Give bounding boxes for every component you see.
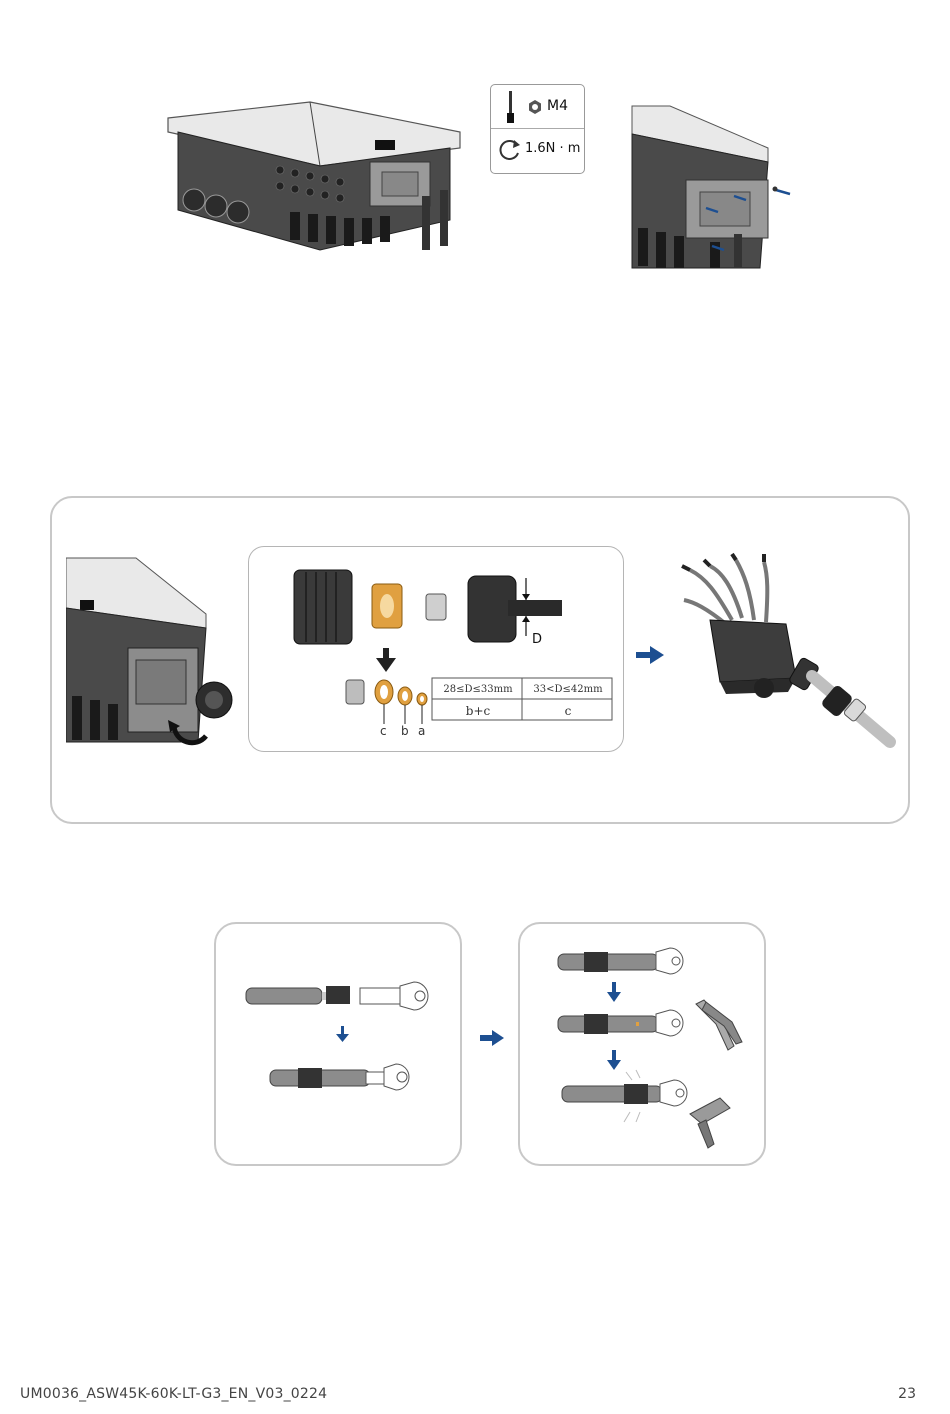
crimp-and-heat-shrink-illustration [520,924,760,1160]
step-arrow-icon-2 [480,1030,504,1046]
inverter-illustration-left [160,100,470,260]
table-header-2: 33<D≤42mm [523,684,613,695]
tool-spec-box: M4 1.6N · m [490,84,585,174]
tool-size: M4 [547,98,568,114]
tool-torque: 1.6N · m [525,141,580,156]
table-value-1: b+c [433,704,523,718]
assembled-connector-illustration [676,552,898,758]
nut-icon [527,99,543,115]
gland-parts-illustration [250,548,620,748]
seal-label-a: a [418,724,425,738]
dimension-label: D [532,632,542,647]
table-header-1: 28≤D≤33mm [433,684,523,695]
screwdriver-icon [501,91,521,125]
cover-screw-illustration [630,104,806,270]
tool-divider [491,128,584,129]
footer-page-number: 23 [898,1386,916,1402]
step-arrow-icon [636,646,664,664]
seal-label-c: c [380,724,387,738]
inverter-ac-port-illustration [66,556,246,746]
torque-rotate-icon [497,137,523,163]
cable-lug-assembly-illustration [216,924,456,1160]
seal-label-b: b [401,724,409,738]
footer-doc-id: UM0036_ASW45K-60K-LT-G3_EN_V03_0224 [20,1386,327,1402]
table-value-2: c [523,704,613,718]
